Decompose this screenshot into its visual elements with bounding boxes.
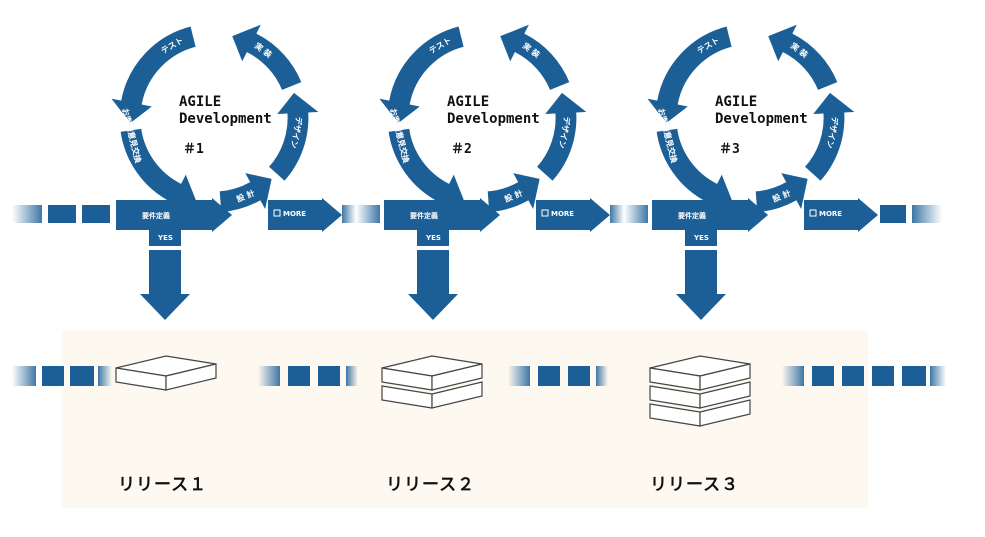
agile-title-line1: AGILE [179, 94, 221, 110]
release-stack: リリース１ [115, 355, 217, 495]
cycle-arrow-design [267, 91, 322, 183]
iteration-number: ＃3 [719, 142, 740, 157]
yes-label: YES [693, 234, 709, 242]
more-label: MORE [819, 210, 842, 218]
cycle-arrow-test [644, 25, 734, 125]
release-stack: リリース３ [649, 355, 751, 495]
yes-stem [417, 228, 449, 246]
agile-title-line1: AGILE [715, 94, 757, 110]
connector-dash [508, 366, 530, 386]
connector-dash [880, 205, 906, 223]
cycle-arrow-implement [766, 22, 839, 92]
release-panel [62, 330, 868, 508]
cycle-arrow-implement [498, 22, 571, 92]
layer-side [699, 381, 751, 409]
more-label: MORE [283, 210, 306, 218]
layer-side [699, 363, 751, 391]
releases: リリース１ リリース２ リリース３ [115, 355, 751, 495]
requirements-arrow [384, 198, 500, 232]
yes-stem [685, 228, 717, 246]
connector-dash [624, 205, 648, 223]
connector-dash [98, 366, 112, 386]
more-label: MORE [551, 210, 574, 218]
requirements-arrow [652, 198, 768, 232]
connector-dash [872, 366, 894, 386]
yes-stem [149, 228, 181, 246]
connector-dash [568, 366, 590, 386]
cycle-arrow-exchange [655, 127, 734, 214]
agile-cycle: テスト実 装デザイン設 計お客様意見交換AGILEDevelopment＃1要件… [108, 22, 342, 320]
agile-title-line2: Development [715, 111, 808, 127]
cycle-arrow-test [108, 25, 198, 125]
more-box-icon [541, 209, 549, 217]
requirements-label: 要件定義 [410, 211, 438, 220]
requirements-label: 要件定義 [678, 211, 706, 220]
connector-dash [48, 205, 76, 223]
cycles: テスト実 装デザイン設 計お客様意見交換AGILEDevelopment＃1要件… [108, 22, 878, 320]
agile-cycle: テスト実 装デザイン設 計お客様意見交換AGILEDevelopment＃2要件… [376, 22, 610, 320]
layer-side [699, 399, 751, 427]
connector-dash [342, 205, 356, 223]
connector-dash [902, 366, 926, 386]
agile-cycle: テスト実 装デザイン設 計お客様意見交換AGILEDevelopment＃3要件… [644, 22, 878, 320]
connector-dash [912, 205, 942, 223]
more-arrow [268, 198, 342, 232]
release-down-arrow [676, 250, 726, 320]
release-label: リリース２ [386, 475, 475, 495]
agile-title-line2: Development [179, 111, 272, 127]
connector-dash [356, 205, 380, 223]
cycle-arrow-design [803, 91, 858, 183]
layer-side [431, 381, 483, 409]
release-stack: リリース２ [381, 355, 483, 495]
yes-label: YES [425, 234, 441, 242]
cycle-arrow-exchange [387, 127, 466, 214]
cycle-arrow-exchange [119, 127, 198, 214]
requirements-label: 要件定義 [142, 211, 170, 220]
connector-dash [610, 205, 624, 223]
more-arrow [536, 198, 610, 232]
agile-title-line2: Development [447, 111, 540, 127]
connector-dash [782, 366, 804, 386]
connector-dash [70, 366, 94, 386]
layer-side [165, 363, 217, 391]
release-down-arrow [140, 250, 190, 320]
cycle-arrow-design [535, 91, 590, 183]
cycle-arrow-plan [486, 171, 542, 214]
cycle-arrow-implement [230, 22, 303, 92]
layer-side [431, 363, 483, 391]
more-box-icon [809, 209, 817, 217]
release-label: リリース３ [650, 475, 739, 495]
connector-dashes [12, 205, 946, 386]
cycle-arrow-test [376, 25, 466, 125]
yes-label: YES [157, 234, 173, 242]
connector-dash [82, 205, 110, 223]
agile-title-line1: AGILE [447, 94, 489, 110]
connector-dash [42, 366, 64, 386]
more-box-icon [273, 209, 281, 217]
connector-dash [812, 366, 834, 386]
connector-dash [538, 366, 560, 386]
connector-dash [842, 366, 864, 386]
connector-dash [930, 366, 946, 386]
connector-dash [12, 205, 42, 223]
connector-dash [318, 366, 340, 386]
connector-dash [288, 366, 310, 386]
release-label: リリース１ [118, 475, 207, 495]
cycle-arrow-plan [754, 171, 810, 214]
iteration-number: ＃1 [183, 142, 204, 157]
release-down-arrow [408, 250, 458, 320]
connector-dash [596, 366, 608, 386]
connector-dash [258, 366, 280, 386]
connector-dash [346, 366, 358, 386]
more-arrow [804, 198, 878, 232]
connector-dash [12, 366, 36, 386]
requirements-arrow [116, 198, 232, 232]
iteration-number: ＃2 [451, 142, 472, 157]
cycle-arrow-plan [218, 171, 274, 214]
